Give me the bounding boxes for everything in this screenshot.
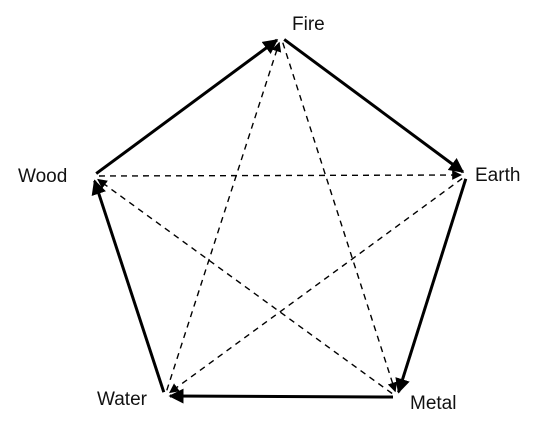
edge-fire-to-earth-solid [283, 38, 465, 174]
edge-metal-to-water-solid [168, 388, 394, 404]
edge-wood-to-fire-solid [95, 38, 279, 175]
edge-water-to-wood-solid [91, 179, 166, 393]
node-label-wood: Wood [18, 166, 67, 187]
edge-metal-to-wood-dashed [97, 178, 393, 395]
node-label-water: Water [97, 389, 148, 410]
node-label-metal: Metal [410, 393, 456, 414]
edge-wood-to-earth-dashed [98, 170, 462, 180]
edge-earth-to-metal-solid [395, 178, 468, 394]
edge-fire-to-metal-dashed [282, 42, 398, 393]
labels-group: Fire Earth Metal Water Wood [18, 14, 520, 414]
edge-water-to-fire-dashed [166, 41, 282, 391]
edges-group [91, 38, 468, 404]
edge-earth-to-water-dashed [169, 177, 463, 394]
node-label-fire: Fire [292, 14, 325, 35]
node-label-earth: Earth [475, 165, 520, 186]
